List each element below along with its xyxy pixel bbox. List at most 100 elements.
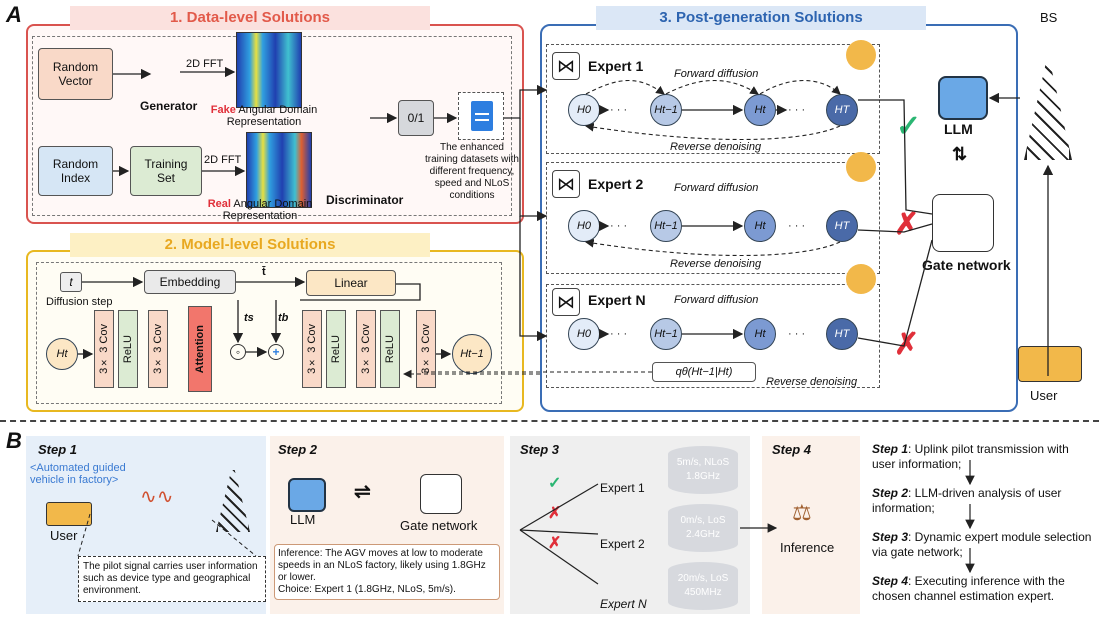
dataset-document-icon	[458, 92, 504, 140]
choice-text: Choice: Expert 1 (1.8GHz, NLoS, 5m/s).	[278, 584, 456, 595]
step2-title: Step 2	[278, 442, 318, 457]
h0-node-n: H0	[568, 318, 600, 350]
cov-1: 3× 3 Cov	[94, 310, 114, 388]
hT-node-n: HT	[826, 318, 858, 350]
enhanced-dataset-text: The enhanced training datasets with diff…	[425, 142, 519, 201]
linear-box: Linear	[306, 270, 396, 296]
step4-panel	[762, 436, 860, 614]
check-mark-icon: ✓	[896, 110, 922, 143]
section-divider	[0, 420, 1099, 422]
summary-step2-title: Step 2	[872, 486, 909, 500]
real-line2: Representation	[222, 210, 298, 222]
ts-label: ts	[244, 312, 254, 324]
cov-5: 3× 3 Cov	[416, 310, 436, 388]
summary-step4: Step 4: Executing inference with the cho…	[872, 574, 1094, 604]
ht-node-1: Ht	[744, 94, 776, 126]
multiply-icon: ◦	[230, 344, 246, 360]
fft-top-label: 2D FFT	[186, 58, 224, 70]
ht1-node-n: Ht−1	[650, 318, 682, 350]
step2-llm-label: LLM	[290, 512, 316, 527]
swap-arrows-icon: ⇅	[952, 144, 968, 164]
reverse-label-1: Reverse denoising	[670, 141, 762, 153]
reverse-label-2: Reverse denoising	[670, 258, 762, 270]
step1-note: The pilot signal carries user informatio…	[78, 556, 266, 602]
q-theta-box: qθ(Ht−1|Ht)	[652, 362, 756, 382]
relu-3: ReLU	[380, 310, 400, 388]
ht-node-2: Ht	[744, 210, 776, 242]
expert-1-cylinder: 5m/s, NLoS 1.8GHz	[668, 446, 738, 494]
cov-3: 3× 3 Cov	[302, 310, 322, 388]
real-word: Real	[207, 198, 231, 210]
random-vector-box: Random Vector	[38, 48, 113, 100]
expert-2-label: Expert 2	[588, 176, 644, 192]
summary-step3: Step 3: Dynamic expert module selection …	[872, 530, 1094, 560]
fake-heatmap-image	[236, 32, 302, 108]
worker-icon-1	[846, 40, 876, 70]
step2-gate-label: Gate network	[400, 518, 478, 533]
inference-text: Inference: The AGV moves at low to moder…	[278, 548, 486, 583]
relu-2: ReLU	[326, 310, 346, 388]
summary-step2: Step 2: LLM-driven analysis of user info…	[872, 486, 1094, 516]
h0-node-2: H0	[568, 210, 600, 242]
fake-line2: Representation	[226, 116, 302, 128]
gate-network-label: Gate network	[922, 257, 1011, 273]
relu-1: ReLU	[118, 310, 138, 388]
dots-2b: · · ·	[788, 220, 806, 232]
step1-title: Step 1	[38, 442, 78, 457]
step1-subtitle: <Automated guided vehicle in factory>	[30, 462, 126, 486]
add-icon: +	[268, 344, 284, 360]
t-box: t	[60, 272, 82, 292]
worker-icon-n	[846, 264, 876, 294]
hT-node-2: HT	[826, 210, 858, 242]
zero-one-box: 0/1	[398, 100, 434, 136]
data-level-title: 1. Data-level Solutions	[70, 6, 430, 30]
model-level-inner	[36, 262, 502, 404]
bs-label: BS	[1040, 10, 1058, 25]
step3-expert-1: Expert 1	[600, 481, 645, 495]
expert-2-cylinder: 0m/s, LoS 2.4GHz	[668, 504, 738, 552]
fake-word: Fake	[210, 104, 236, 116]
tb-label: tb	[278, 312, 289, 324]
summary-step3-text: : Dynamic expert module selection via ga…	[872, 530, 1092, 559]
t-bar-label: t̄	[262, 266, 266, 278]
real-heatmap-image	[246, 132, 312, 208]
step2-gate-icon	[420, 474, 462, 514]
step3-title: Step 3	[520, 442, 560, 457]
network-icon-2: ⋈	[552, 170, 580, 198]
hT-node-1: HT	[826, 94, 858, 126]
gavel-icon: ⚖	[792, 500, 812, 525]
cross-mark-icon-1: ✗	[894, 208, 920, 241]
expert-1-label: Expert 1	[588, 58, 644, 74]
summary-step1-title: Step 1	[872, 442, 909, 456]
discriminator-label: Discriminator	[326, 193, 404, 207]
dots-nb: · · ·	[788, 328, 806, 340]
step3-check-icon: ✓	[548, 475, 562, 492]
step2-robot-icon	[288, 478, 326, 512]
step4-title: Step 4	[772, 442, 812, 457]
h-out-node: Ht−1	[452, 334, 492, 374]
user-label: User	[1030, 388, 1058, 403]
random-index-box: Random Index	[38, 146, 113, 196]
network-icon-n: ⋈	[552, 288, 580, 316]
step1-user-label: User	[50, 528, 78, 543]
step3-expert-2: Expert 2	[600, 537, 645, 551]
expert-n-cylinder: 20m/s, LoS 450MHz	[668, 562, 738, 610]
summary-step2-text: : LLM-driven analysis of user informatio…	[872, 486, 1062, 515]
attention-block: Attention	[188, 306, 212, 392]
robot-icon	[938, 76, 988, 120]
generator-label: Generator	[140, 99, 198, 113]
reverse-label-n: Reverse denoising	[766, 376, 858, 388]
summary-step1: Step 1: Uplink pilot transmission with u…	[872, 442, 1094, 472]
ht-node-n: Ht	[744, 318, 776, 350]
dots-2a: · · ·	[610, 220, 628, 232]
embedding-box: Embedding	[144, 270, 236, 294]
post-generation-title: 3. Post-generation Solutions	[596, 6, 926, 30]
cov-2: 3× 3 Cov	[148, 310, 168, 388]
step2-inference-text: Inference: The AGV moves at low to moder…	[274, 544, 500, 600]
expert-1-box	[546, 44, 880, 154]
fft-bottom-label: 2D FFT	[204, 154, 242, 166]
h-in-node: Ht	[46, 338, 78, 370]
